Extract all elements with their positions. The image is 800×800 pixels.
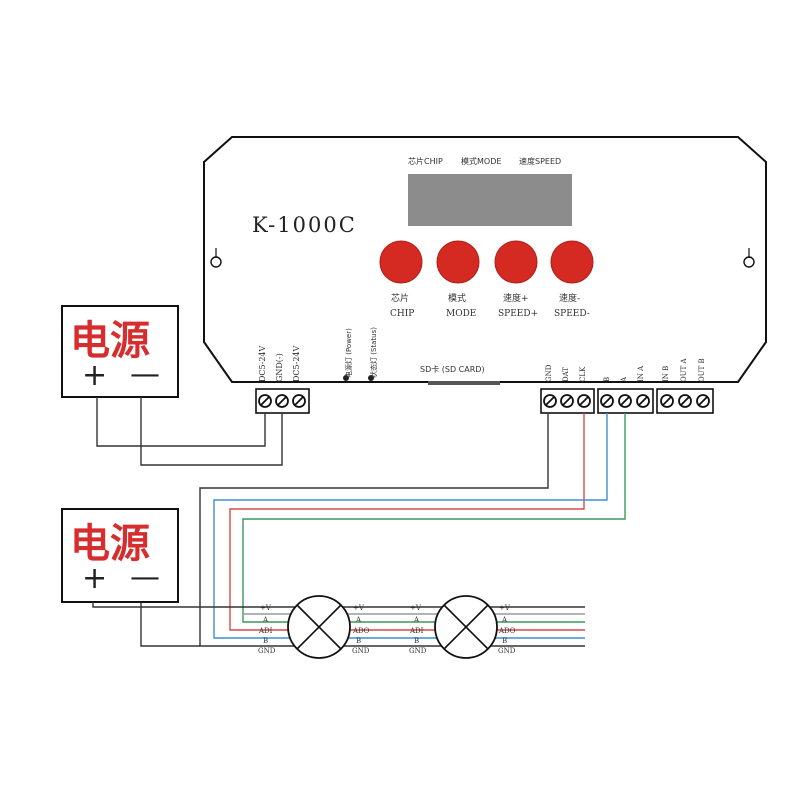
screw-terminal <box>660 394 674 408</box>
pixel-1-out-vplus: +V <box>353 604 365 612</box>
pixel-2-in-gnd: GND <box>409 647 427 655</box>
pixel-2-in-adi: ADI <box>409 627 424 635</box>
pixel-2-in-b: B <box>414 637 419 645</box>
power-led-label: 电源灯 (Power) <box>344 328 353 378</box>
screw-terminal <box>560 394 574 408</box>
terminal-block-bus[interactable] <box>597 388 654 414</box>
speed-plus-label-en: SPEED+ <box>498 309 538 319</box>
power-input-label-1: DC5-24V <box>258 345 267 382</box>
pixel-2-out-vplus: +V <box>499 604 511 612</box>
speed-plus-label-cn: 速度+ <box>503 292 529 304</box>
wire-psu-bottom-negative <box>140 602 200 647</box>
wire-clk-red <box>229 413 585 631</box>
power-input-label-3: DC5-24V <box>292 345 301 382</box>
chip-button-label-cn: 芯片 <box>391 292 409 304</box>
screw-terminal <box>696 394 710 408</box>
psu-bottom-minus: — <box>130 560 160 595</box>
pixel-2-out-ado: ADO <box>498 627 516 635</box>
screw-terminal <box>678 394 692 408</box>
pixel-1-out-gnd: GND <box>352 647 370 655</box>
lcd-screen <box>408 174 572 226</box>
status-led-label: 状态灯 (Status) <box>369 327 378 378</box>
pixel-1-out-b: B <box>356 637 361 645</box>
pixel-1-out-ado: ADO <box>352 627 370 635</box>
pixel-2-out-a: A <box>501 616 508 624</box>
mode-button-label-en: MODE <box>446 309 476 319</box>
psu-bottom-title: 电源 <box>70 521 150 567</box>
mode-button[interactable] <box>436 240 480 284</box>
psu-bottom-plus: + <box>82 561 107 596</box>
chip-button-label-en: CHIP <box>390 309 414 319</box>
port-label-in-b: IN B <box>662 366 670 382</box>
display-label-mode: 模式MODE <box>461 156 501 166</box>
pixel-2-in-vplus: +V <box>410 604 422 612</box>
sd-card-label: SD卡 (SD CARD) <box>420 364 485 374</box>
pixel-1-in-gnd: GND <box>258 647 276 655</box>
wire-psu-top-negative <box>140 397 283 466</box>
power-supply-bottom: 电源 + — <box>61 508 179 603</box>
speed-plus-button[interactable] <box>494 240 538 284</box>
wire-a-green <box>242 413 626 623</box>
wire-psu-top-positive <box>96 397 266 447</box>
pixel-2-in-a: A <box>413 616 420 624</box>
screw-terminal <box>275 394 289 408</box>
pixel-node-2: +V A ADI B GND +V A ADO B GND <box>409 595 516 659</box>
pixel-1-in-adi: ADI <box>258 627 273 635</box>
status-led <box>368 375 374 381</box>
speed-minus-label-cn: 速度- <box>559 292 580 304</box>
port-label-clk: CLK <box>579 366 587 382</box>
port-label-b: B <box>603 377 611 382</box>
pixel-2-out-b: B <box>502 637 507 645</box>
port-label-dat: DAT <box>562 367 570 382</box>
power-supply-top: 电源 + — <box>61 305 179 398</box>
port-label-out-a: OUT A <box>680 357 688 382</box>
mount-hole-right <box>743 248 755 268</box>
screw-terminal <box>600 394 614 408</box>
terminal-block-signal[interactable] <box>540 388 595 414</box>
port-label-a: A <box>620 376 628 383</box>
model-title: K-1000C <box>252 213 357 237</box>
controller-housing <box>203 136 767 383</box>
psu-top-title: 电源 <box>70 318 150 364</box>
screw-terminal <box>292 394 306 408</box>
power-input-label-2: GND(-) <box>275 353 284 382</box>
chip-button[interactable] <box>379 240 423 284</box>
screw-terminal <box>543 394 557 408</box>
mode-button-label-cn: 模式 <box>448 292 466 304</box>
screw-terminal <box>258 394 272 408</box>
mount-hole-left <box>210 248 222 268</box>
wire-gnd-black <box>199 413 585 647</box>
terminal-block-power[interactable] <box>255 388 310 414</box>
port-label-in-a: IN A <box>637 365 645 382</box>
controller: K-1000C 芯片CHIP 模式MODE 速度SPEED 芯片 CHIP 模式… <box>203 136 767 385</box>
sd-card-slot[interactable] <box>428 381 500 385</box>
pixel-1-in-a: A <box>262 616 269 624</box>
screw-terminal <box>577 394 591 408</box>
pixel-1-in-vplus: +V <box>260 604 272 612</box>
pixel-node-1: +V A ADI B GND +V A ADO B GND <box>258 595 370 659</box>
psu-top-plus: + <box>82 358 107 393</box>
pixel-2-out-gnd: GND <box>498 647 516 655</box>
pixel-1-out-a: A <box>355 616 362 624</box>
screw-terminal <box>636 394 650 408</box>
terminal-block-output[interactable] <box>656 388 714 414</box>
speed-minus-button[interactable] <box>550 240 594 284</box>
wire-psu-bottom-positive <box>92 602 585 608</box>
psu-top-minus: — <box>130 357 160 392</box>
screw-terminal <box>618 394 632 408</box>
pixel-1-in-b: B <box>263 637 268 645</box>
speed-minus-label-en: SPEED- <box>554 309 590 319</box>
display-label-chip: 芯片CHIP <box>408 156 443 166</box>
port-label-gnd: GND <box>545 364 553 382</box>
power-led <box>343 375 349 381</box>
display-label-speed: 速度SPEED <box>519 156 561 166</box>
port-label-out-b: OUT B <box>698 358 706 382</box>
